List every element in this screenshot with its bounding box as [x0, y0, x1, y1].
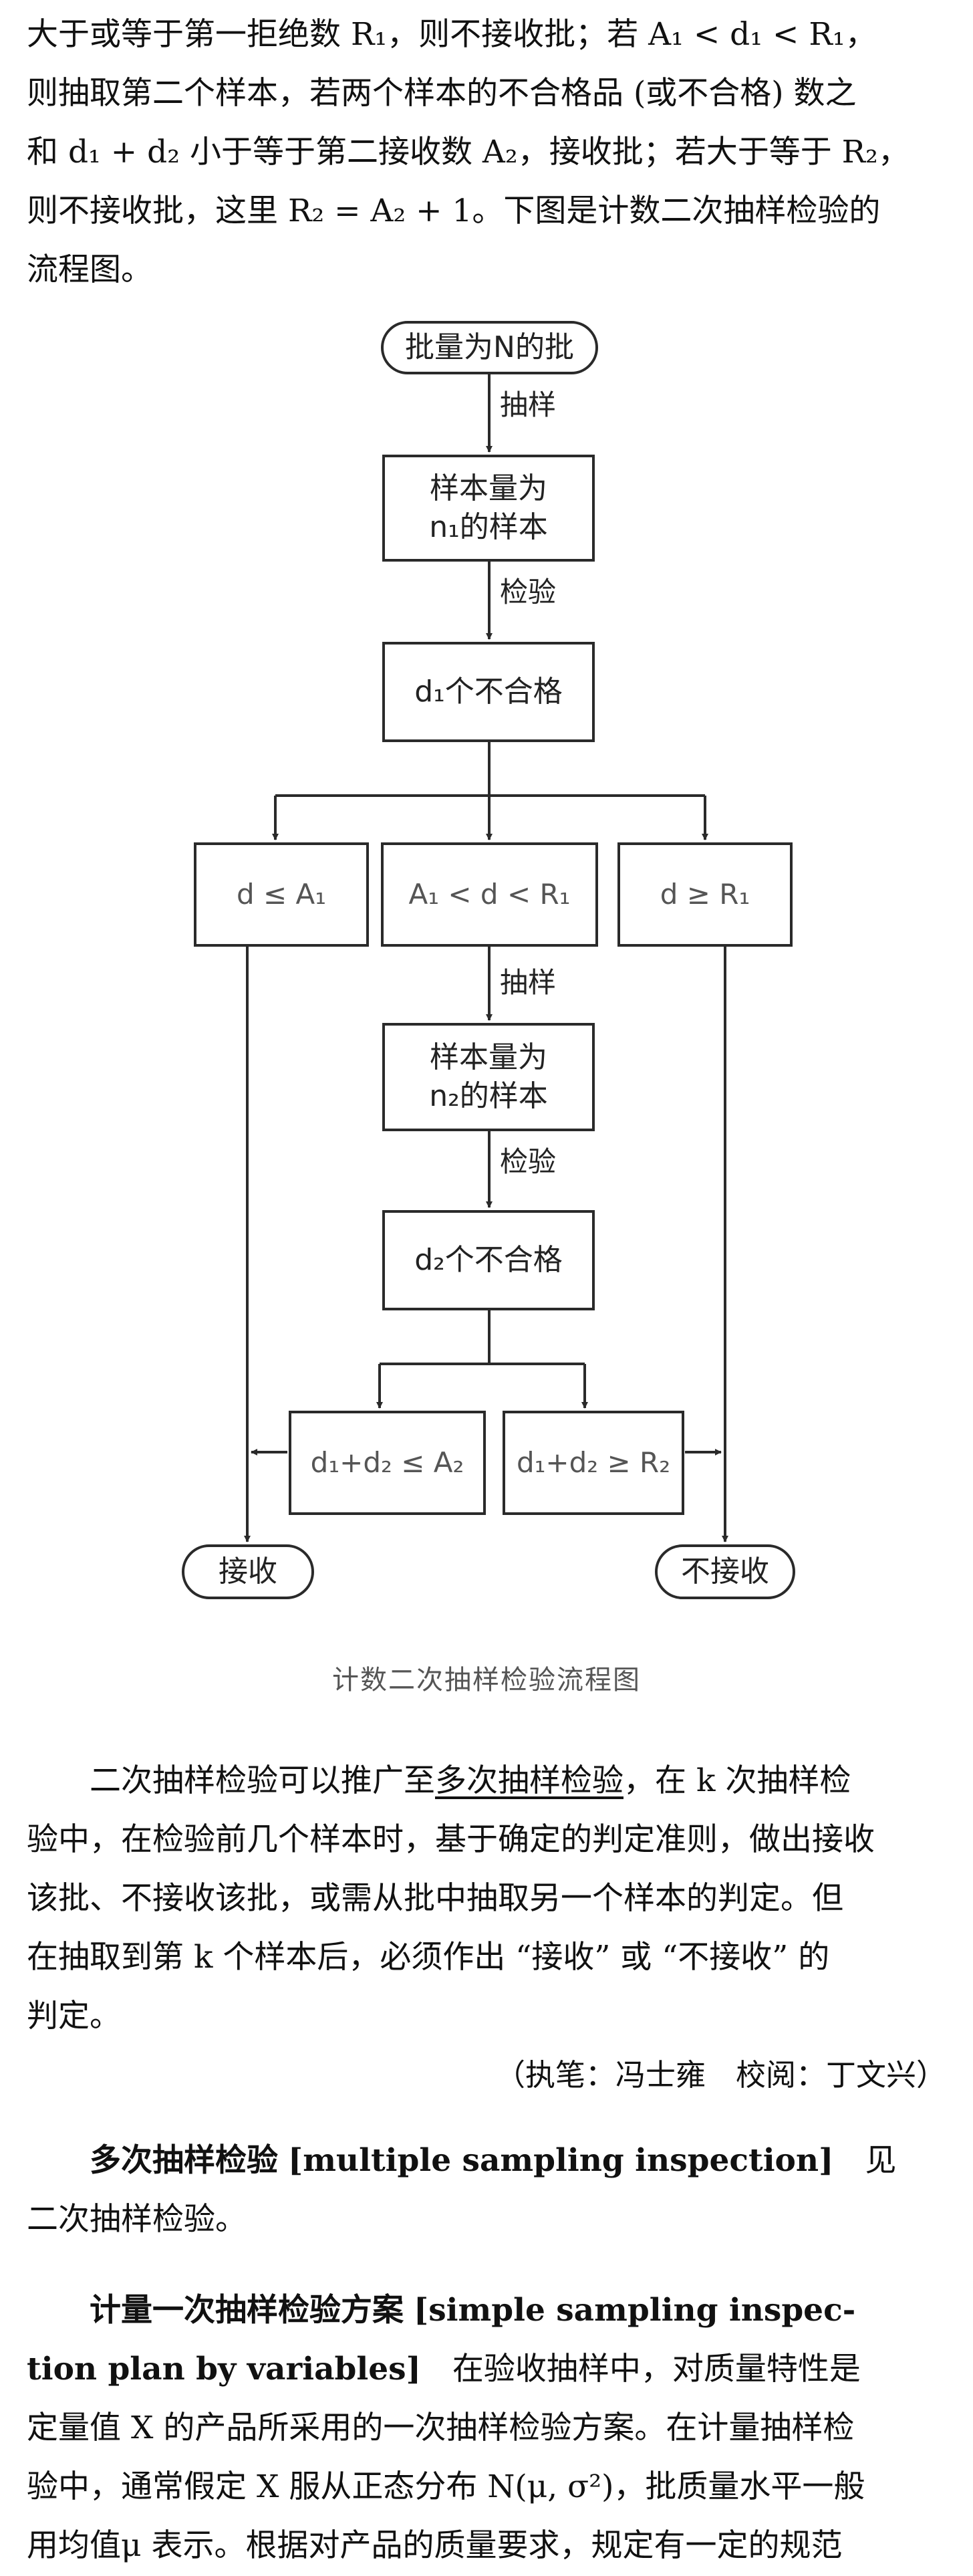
defects1-box: d₁个不合格 — [382, 642, 595, 742]
text-run: ，在 k 次抽样检 — [623, 1762, 851, 1799]
entry-term: 多次抽样检验 — [90, 2142, 278, 2179]
text-run: 在验收抽样中，对质量特性是 — [452, 2351, 861, 2387]
sample1-box: 样本量为 n₁的样本 — [382, 455, 595, 562]
cond-reject2-box: d₁+d₂ ≥ R₂ — [503, 1411, 684, 1515]
cond-accept1-box: d ≤ A₁ — [194, 842, 369, 947]
entry-english-term: tion plan by variables] — [27, 2351, 421, 2387]
cond-mid-box: A₁ < d < R₁ — [381, 842, 598, 947]
cond-reject1-box: d ≥ R₁ — [617, 842, 793, 947]
text-line: 验中，在检验前几个样本时，基于确定的判定准则，做出接收 — [27, 1821, 875, 1858]
text-run: 二次抽样检验可以推广至 — [90, 1762, 435, 1799]
text-run: 见 — [865, 2142, 897, 2179]
body-paragraph: 二次抽样检验可以推广至多次抽样检验，在 k 次抽样检 验中，在检验前几个样本时，… — [27, 1752, 946, 2046]
cross-reference-link[interactable]: 多次抽样检验 — [435, 1762, 623, 1799]
text-line: 计量一次抽样检验方案 [simple sampling inspec- — [27, 2281, 946, 2340]
text-line: 二次抽样检验可以推广至多次抽样检验，在 k 次抽样检 — [27, 1752, 946, 1810]
flowchart: 批量为N的批 抽样 样本量为 n₁的样本 检验 d₁个不合格 d ≤ A₁ A₁… — [0, 314, 973, 1745]
text-line: 流程图。 — [27, 251, 152, 288]
edge-label-sampling: 抽样 — [500, 966, 557, 999]
edge-label-inspect: 检验 — [500, 576, 557, 608]
cond-accept2-box: d₁+d₂ ≤ A₂ — [289, 1411, 486, 1515]
text-line: 用均值μ 表示。根据对产品的质量要求，规定有一定的规范 — [27, 2527, 843, 2564]
edge-label-sampling: 抽样 — [500, 388, 557, 421]
entry-variables-plan: 计量一次抽样检验方案 [simple sampling inspec- tion… — [27, 2281, 946, 2575]
text-line: 多次抽样检验 [multiple sampling inspection] 见 — [27, 2131, 946, 2190]
accept-node: 接收 — [182, 1544, 314, 1599]
text-line: 大于或等于第一拒绝数 R₁，则不接收批；若 A₁ < d₁ < R₁， — [27, 16, 877, 53]
entry-multiple-sampling: 多次抽样检验 [multiple sampling inspection] 见 … — [27, 2131, 946, 2249]
text-line: 在抽取到第 k 个样本后，必须作出 “接收” 或 “不接收” 的 — [27, 1939, 830, 1976]
text-line: 定量值 X 的产品所采用的一次抽样检验方案。在计量抽样检 — [27, 2410, 855, 2446]
text-line: 则抽取第二个样本，若两个样本的不合格品 (或不合格) 数之 — [27, 75, 857, 112]
defects2-box: d₂个不合格 — [382, 1210, 595, 1310]
text-line: 和 d₁ + d₂ 小于等于第二接收数 A₂，接收批；若大于等于 R₂， — [27, 134, 910, 170]
edge-label-inspect: 检验 — [500, 1145, 557, 1178]
reject-node: 不接收 — [655, 1544, 795, 1599]
text-line: 判定。 — [27, 1998, 121, 2034]
text-line: 二次抽样检验。 — [27, 2201, 247, 2238]
entry-english-term: [simple sampling inspec- — [413, 2292, 856, 2329]
attribution: （执笔：冯士雍 校阅：丁文兴） — [495, 2057, 946, 2093]
entry-term: 计量一次抽样检验方案 — [90, 2292, 404, 2329]
text-line: 验中，通常假定 X 服从正态分布 N(μ, σ²)，批质量水平一般 — [27, 2468, 865, 2505]
intro-paragraph: 大于或等于第一拒绝数 R₁，则不接收批；若 A₁ < d₁ < R₁， 则抽取第… — [27, 5, 946, 300]
flowchart-caption: 计数二次抽样检验流程图 — [332, 1665, 641, 1695]
text-line: 则不接收批，这里 R₂ = A₂ + 1。下图是计数二次抽样检验的 — [27, 193, 881, 229]
text-line: 该批、不接收该批，或需从批中抽取另一个样本的判定。但 — [27, 1880, 843, 1917]
flowchart-connectors — [244, 374, 728, 1542]
text-line: tion plan by variables] 在验收抽样中，对质量特性是 — [27, 2340, 946, 2399]
sample2-box: 样本量为 n₂的样本 — [382, 1023, 595, 1131]
entry-english-term: [multiple sampling inspection] — [287, 2142, 834, 2179]
start-node: 批量为N的批 — [381, 321, 598, 374]
